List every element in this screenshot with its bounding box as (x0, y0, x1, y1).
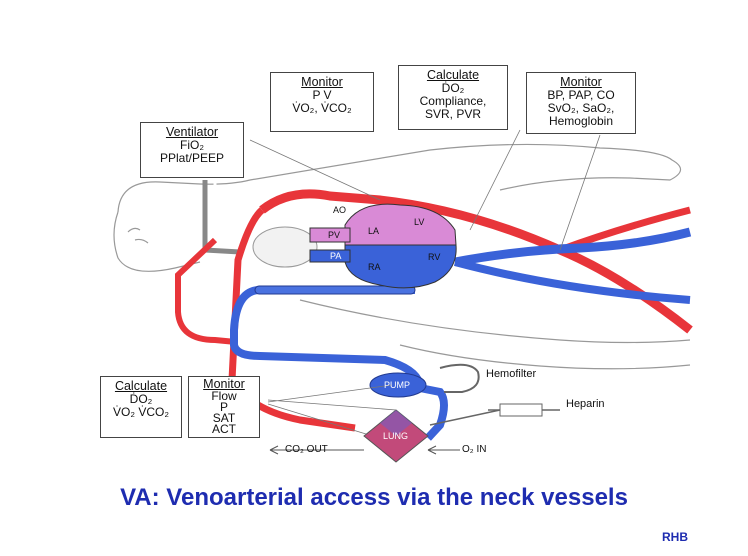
patient-outline (113, 143, 691, 370)
ecmo-circuit (267, 363, 560, 463)
calculate-bottom-header: Calculate (114, 379, 168, 393)
label-rv: RV (428, 252, 441, 262)
monitor-top-box: Monitor P V V̇O₂, V̇CO₂ (270, 72, 374, 132)
ventilator-line-2: PPlat/PEEP (159, 151, 225, 165)
monitor-top-header: Monitor (301, 75, 343, 89)
label-pv: PV (328, 230, 341, 240)
label-heparin: Heparin (566, 398, 605, 410)
calculate-top-header: Calculate (426, 68, 480, 82)
label-hemofilter: Hemofilter (486, 368, 537, 380)
label-co2-out: CO₂ OUT (285, 444, 328, 455)
slide-title: VA: Venoarterial access via the neck ves… (120, 484, 628, 511)
monitor-bottom-line-4: ACT (212, 422, 236, 436)
monitor-right-line-1: BP, PAP, CO (547, 88, 615, 102)
calculate-bottom-line-2: V̇O₂ V̇CO₂ (113, 405, 169, 419)
ventilator-header: Ventilator (165, 125, 219, 139)
calculate-top-line-1: ḊO₂ (441, 81, 465, 95)
monitor-right-line-3: Hemoglobin (548, 114, 614, 128)
monitor-right-box: Monitor BP, PAP, CO SvO₂, SaO₂, Hemoglob… (526, 72, 636, 134)
label-pump: PUMP (384, 380, 411, 390)
calculate-top-box: Calculate ḊO₂ Compliance, SVR, PVR (398, 65, 508, 130)
venous-vessels (230, 227, 692, 441)
label-ra: RA (368, 262, 381, 272)
monitor-top-line-2: V̇O₂, V̇CO₂ (292, 101, 352, 115)
connector-lines (249, 129, 601, 251)
calculate-bottom-line-1: ḊO₂ (129, 392, 153, 406)
author-credit: RHB (662, 530, 688, 544)
monitor-bottom-line-3: SAT (212, 411, 236, 425)
monitor-right-line-2: SvO₂, SaO₂, (547, 101, 615, 115)
calculate-top-line-3: SVR, PVR (424, 107, 481, 121)
ventilator-line-1: FiO₂ (180, 138, 204, 152)
calculate-top-line-2: Compliance, (419, 94, 487, 108)
label-lv: LV (414, 217, 425, 227)
label-lung: LUNG (383, 431, 409, 441)
heart (309, 203, 457, 289)
monitor-right-header: Monitor (560, 75, 602, 89)
label-la: LA (368, 226, 380, 236)
monitor-bottom-box: Monitor Flow P SAT ACT (188, 376, 260, 438)
monitor-bottom-line-2: P (219, 400, 228, 414)
monitor-bottom-header: Monitor (203, 377, 245, 391)
label-ao: AO (333, 205, 347, 215)
ventilator-box: Ventilator FiO₂ PPlat/PEEP (140, 122, 244, 178)
calculate-bottom-box: Calculate ḊO₂ V̇O₂ V̇CO₂ (100, 376, 182, 438)
monitor-top-line-1: P V (312, 88, 332, 102)
monitor-bottom-line-1: Flow (211, 389, 237, 403)
label-o2-in: O₂ IN (462, 444, 487, 455)
label-pa: PA (330, 251, 342, 261)
